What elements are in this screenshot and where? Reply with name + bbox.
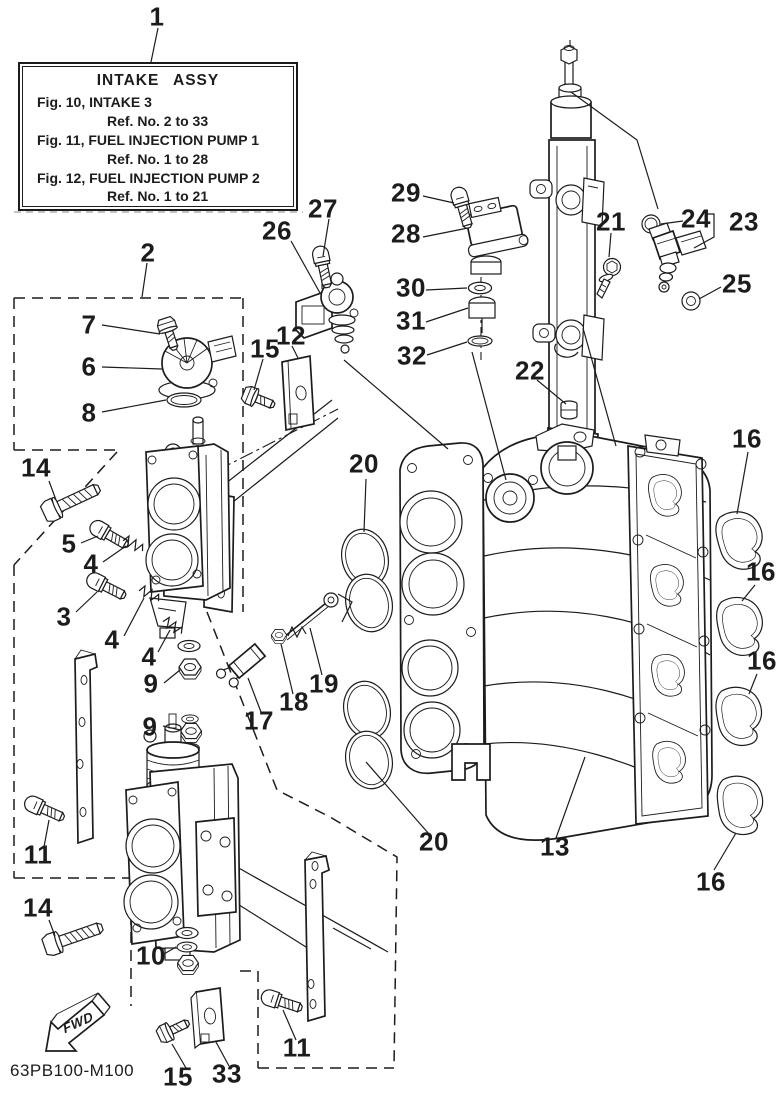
washer-30 [467,281,493,295]
seal-25 [681,291,701,311]
callout-26: 26 [262,215,292,246]
callout-15: 15 [250,333,280,364]
screw-11b [258,987,305,1017]
callout-8: 8 [81,397,97,428]
screw-15b [154,1013,194,1046]
callout-3: 3 [56,601,72,632]
bolt-21 [596,257,622,299]
callout-15: 15 [163,1061,193,1092]
callout-22: 22 [515,355,545,386]
bracket-strip-bottom [304,851,330,1023]
callout-16: 16 [696,866,726,897]
callout-1: 1 [149,1,165,32]
callout-31: 31 [396,305,426,336]
dashed-association-lines [13,211,398,1069]
callout-4: 4 [83,548,99,579]
callout-10: 10 [136,940,166,971]
title-box-line: Fig. 11, FUEL INJECTION PUMP 1 [37,131,259,148]
injector-23 [641,214,707,311]
bolt-14a [38,477,105,525]
callout-29: 29 [391,177,421,208]
nut-9b [179,722,203,743]
nut-18 [270,628,288,644]
callout-7: 7 [81,309,97,340]
title-box-line: Fig. 10, INTAKE 3 [37,94,152,110]
callout-19: 19 [309,668,339,699]
nut-9a [178,658,202,680]
callout-13: 13 [540,831,570,862]
grommet-22 [560,400,578,420]
title-box: INTAKE ASSY Fig. 10, INTAKE 3 Ref. No. 2 … [18,62,298,211]
leader-lines [43,27,758,1069]
callout-17: 17 [244,705,274,736]
title-box-line: Ref. No. 1 to 28 [107,150,209,167]
assembly-title: INTAKE ASSY [96,72,220,89]
callout-20: 20 [419,826,449,857]
callout-9: 9 [142,711,158,742]
title-box-inner: INTAKE ASSY Fig. 10, INTAKE 3 Ref. No. 2 … [22,66,294,207]
title-box-line: Ref. No. 1 to 21 [107,188,209,205]
callout-14: 14 [21,452,51,483]
callout-27: 27 [308,193,338,224]
link-rod-17-19 [215,592,353,688]
callout-6: 6 [81,351,97,382]
callout-30: 30 [396,272,426,303]
callout-2: 2 [140,237,156,268]
callout-25: 25 [722,268,752,299]
callout-11: 11 [23,839,53,870]
callout-28: 28 [391,218,421,249]
title-box-line: Fig. 12, FUEL INJECTION PUMP 2 [37,169,260,186]
callout-18: 18 [279,686,309,717]
callout-5: 5 [61,528,77,559]
bracket-strip-left [74,649,98,845]
throttle-body-upper [145,416,235,639]
callout-20: 20 [349,448,379,479]
callout-32: 32 [397,340,427,371]
callout-16: 16 [747,645,777,676]
callout-23: 23 [729,206,759,237]
title-box-line: Ref. No. 2 to 33 [107,112,209,129]
plate-33 [190,987,225,1050]
callout-16: 16 [732,423,762,454]
callout-4: 4 [104,624,120,655]
callout-14: 14 [23,892,53,923]
screw-11a [21,792,68,826]
callout-12: 12 [276,320,306,351]
fwd-arrow [44,992,111,1052]
callout-16: 16 [746,556,776,587]
callout-21: 21 [596,206,626,237]
joint-17 [215,642,267,688]
callout-24: 24 [681,203,711,234]
screw-15a [239,383,279,415]
throttle-body-lower [123,713,241,961]
callout-11: 11 [282,1032,312,1063]
intake-manifold [399,423,713,841]
callout-33: 33 [212,1058,242,1089]
drawing-code: 63PB100-M100 [10,1061,135,1080]
iac-valve-26 [295,272,359,354]
tps-sensor-6 [158,335,237,408]
title-box-lines: Fig. 10, INTAKE 3 Ref. No. 2 to 33 Fig. 11… [27,93,289,206]
plate-12 [281,354,315,432]
o-rings-20 [335,523,399,795]
callout-9: 9 [143,668,159,699]
callout-4: 4 [141,641,157,672]
sensor-28-stack [465,196,529,347]
